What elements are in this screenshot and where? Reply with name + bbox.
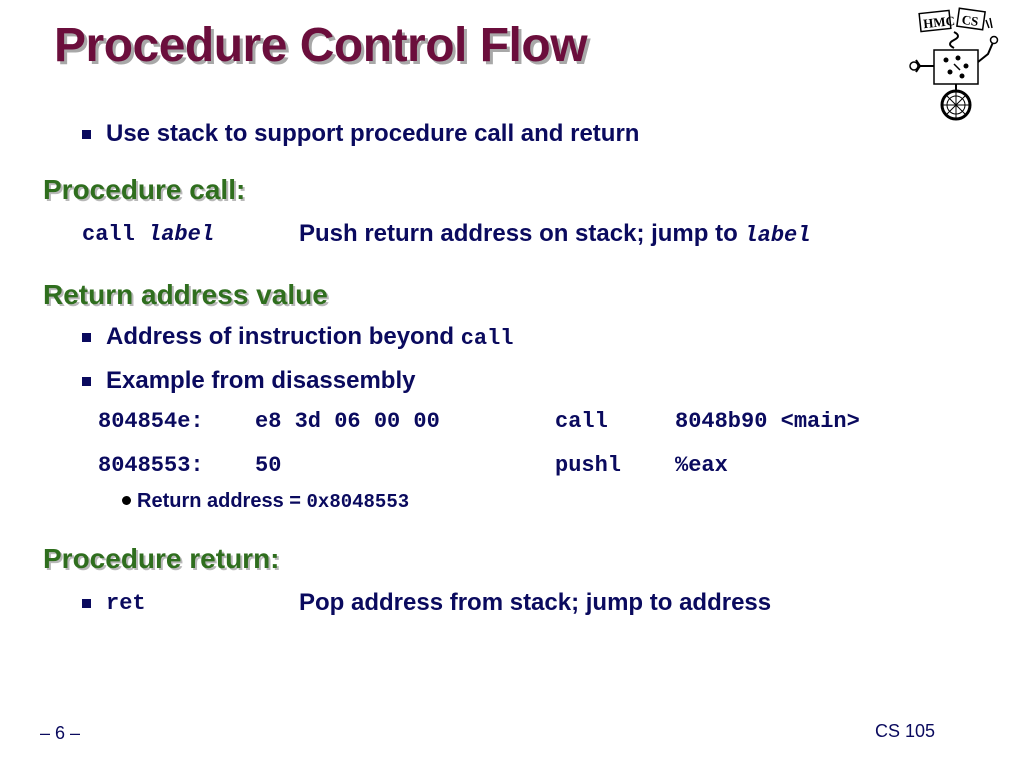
intro-bullet-text: Use stack to support procedure call and …	[106, 120, 640, 147]
logo-text-cs: CS	[961, 12, 980, 29]
disasm-bytes: e8 3d 06 00 00	[255, 409, 440, 434]
bullet-square	[82, 377, 91, 386]
disasm-mnemonic: pushl	[555, 453, 622, 478]
slide-title: Procedure Control Flow	[54, 19, 588, 72]
course-label: CS 105	[875, 721, 936, 741]
return-address-bullet-2: Example from disassembly	[106, 367, 416, 394]
page-number: – 6 –	[40, 723, 81, 743]
bullet-square	[82, 130, 91, 139]
disasm-operand: %eax	[675, 453, 728, 478]
disasm-addr: 8048553:	[98, 453, 204, 478]
bullet-square	[82, 333, 91, 342]
return-address-heading: Return address value	[43, 279, 328, 310]
return-address-sub-bullet: Return address = 0x8048553	[137, 490, 409, 513]
bullet-square	[82, 599, 91, 608]
disasm-addr: 804854e:	[98, 409, 204, 434]
bullet-dot	[122, 496, 131, 505]
call-instruction: call	[82, 222, 135, 247]
return-address-bullet-1: Address of instruction beyond call	[106, 323, 514, 351]
procedure-call-heading: Procedure call:	[43, 174, 246, 205]
call-description-text: Push return address on stack; jump to	[299, 220, 738, 247]
ret-description: Pop address from stack; jump to address	[299, 589, 772, 616]
ret-instruction: ret	[106, 591, 146, 616]
disasm-operand: 8048b90 <main>	[675, 409, 860, 434]
call-description: Push return address on stack; jump to la…	[299, 220, 810, 248]
return-address-sub-text: Return address =	[137, 490, 301, 512]
return-address-bullet-1-text: Address of instruction beyond	[106, 323, 455, 350]
hmc-cs-logo: HMC CS	[909, 7, 999, 121]
procedure-return-heading: Procedure return:	[43, 543, 280, 574]
disasm-bytes: 50	[255, 453, 282, 478]
return-address-bullet-1-code: call	[460, 326, 514, 351]
logo-text-hmc: HMC	[922, 13, 955, 31]
disasm-mnemonic: call	[555, 409, 608, 434]
call-operand: label	[148, 222, 215, 247]
return-address-sub-code: 0x8048553	[306, 491, 410, 513]
call-description-operand: label	[744, 223, 811, 248]
call-syntax: call label	[82, 222, 214, 247]
